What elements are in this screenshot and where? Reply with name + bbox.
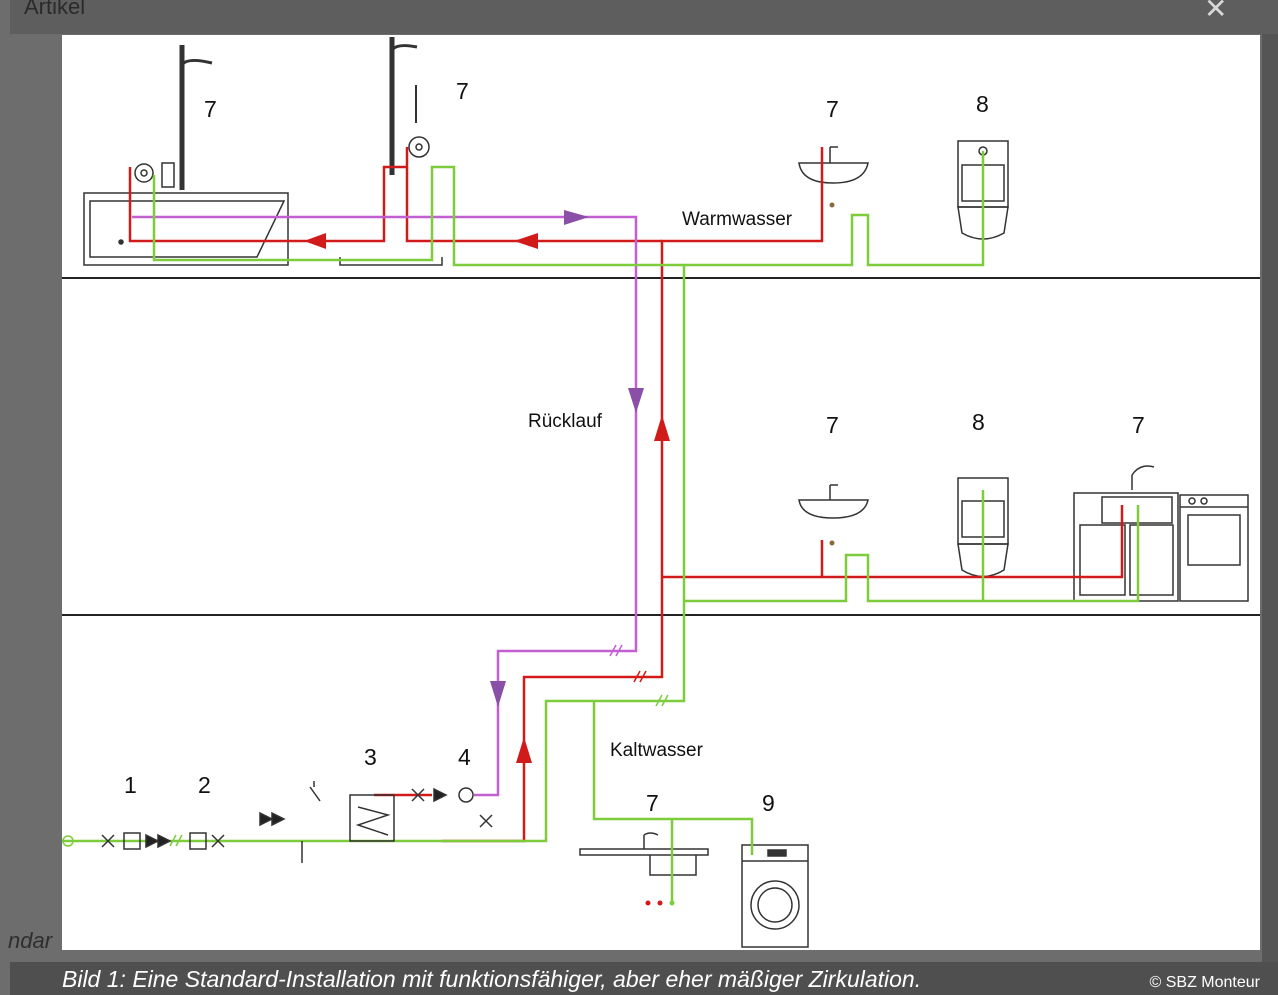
connection-dot-sink-top [829, 202, 835, 208]
number-sink-mid: 7 [826, 412, 839, 438]
hot-arrow-left-bath [304, 233, 326, 249]
circulation-lines [132, 215, 638, 797]
number-kitchen-mid: 7 [1132, 412, 1145, 438]
kitchen-sink-bottom [579, 832, 709, 876]
shower [339, 37, 443, 266]
number-wc-top: 8 [976, 91, 989, 117]
dryer-middle [1179, 494, 1249, 602]
label-kaltwasser: Kaltwasser [610, 740, 704, 761]
number-sink-top: 7 [826, 96, 839, 122]
image-credit: © SBZ Monteur [1149, 974, 1261, 991]
number-washer: 9 [762, 790, 775, 816]
image-caption: Bild 1: Eine Standard-Installation mit f… [62, 966, 922, 992]
circulation-arrow-right [564, 210, 589, 225]
washing-machine [741, 844, 809, 948]
label-warmwasser: Warmwasser [682, 209, 793, 230]
number-kitchen-bottom: 7 [646, 790, 659, 816]
bathtub [83, 45, 289, 266]
cold-water-lines [62, 151, 1140, 901]
hot-water-lines [128, 147, 1124, 843]
hot-arrow-up-lower [516, 737, 532, 763]
number-4: 4 [458, 744, 471, 770]
washbasin-middle [798, 484, 869, 519]
plumbing-diagram: Warmwasser Rücklauf Kaltwasser 7 7 7 8 7… [62, 37, 1260, 948]
pipe-break-markers-hot [633, 670, 647, 683]
connection-dot-hot [645, 900, 651, 906]
background-text-fragment: ndar [8, 928, 53, 953]
hot-arrow-up [654, 415, 670, 441]
background-header: Artikel [10, 0, 1278, 34]
number-1: 1 [124, 772, 137, 798]
connection-dot-cold [669, 900, 675, 906]
washbasin-top [798, 146, 869, 184]
label-ruecklauf: Rücklauf [528, 411, 603, 432]
circulation-arrow-down-lower [490, 681, 506, 707]
kitchen-unit-middle [1073, 465, 1179, 602]
inlet-valves [62, 781, 493, 863]
number-3: 3 [364, 744, 377, 770]
connection-dot-hot-2 [657, 900, 663, 906]
number-2: 2 [198, 772, 211, 798]
connection-dot-sink-mid [829, 540, 835, 546]
pipe-break-markers-cold [169, 694, 669, 847]
flow-arrows [304, 210, 670, 763]
circulation-arrow-down [628, 388, 644, 413]
background-sidebar [1262, 34, 1278, 964]
number-bath: 7 [204, 96, 217, 122]
fixture-numbers: 7 7 7 8 7 8 7 1 2 3 4 7 9 [124, 78, 1145, 816]
hot-arrow-left-shower [514, 233, 538, 249]
caption-bar [10, 962, 1278, 995]
number-shower: 7 [456, 78, 469, 104]
pipe-break-markers [609, 644, 623, 657]
close-icon[interactable]: ✕ [1204, 0, 1228, 24]
background-page-title: Artikel [24, 0, 86, 19]
number-wc-mid: 8 [972, 409, 985, 435]
